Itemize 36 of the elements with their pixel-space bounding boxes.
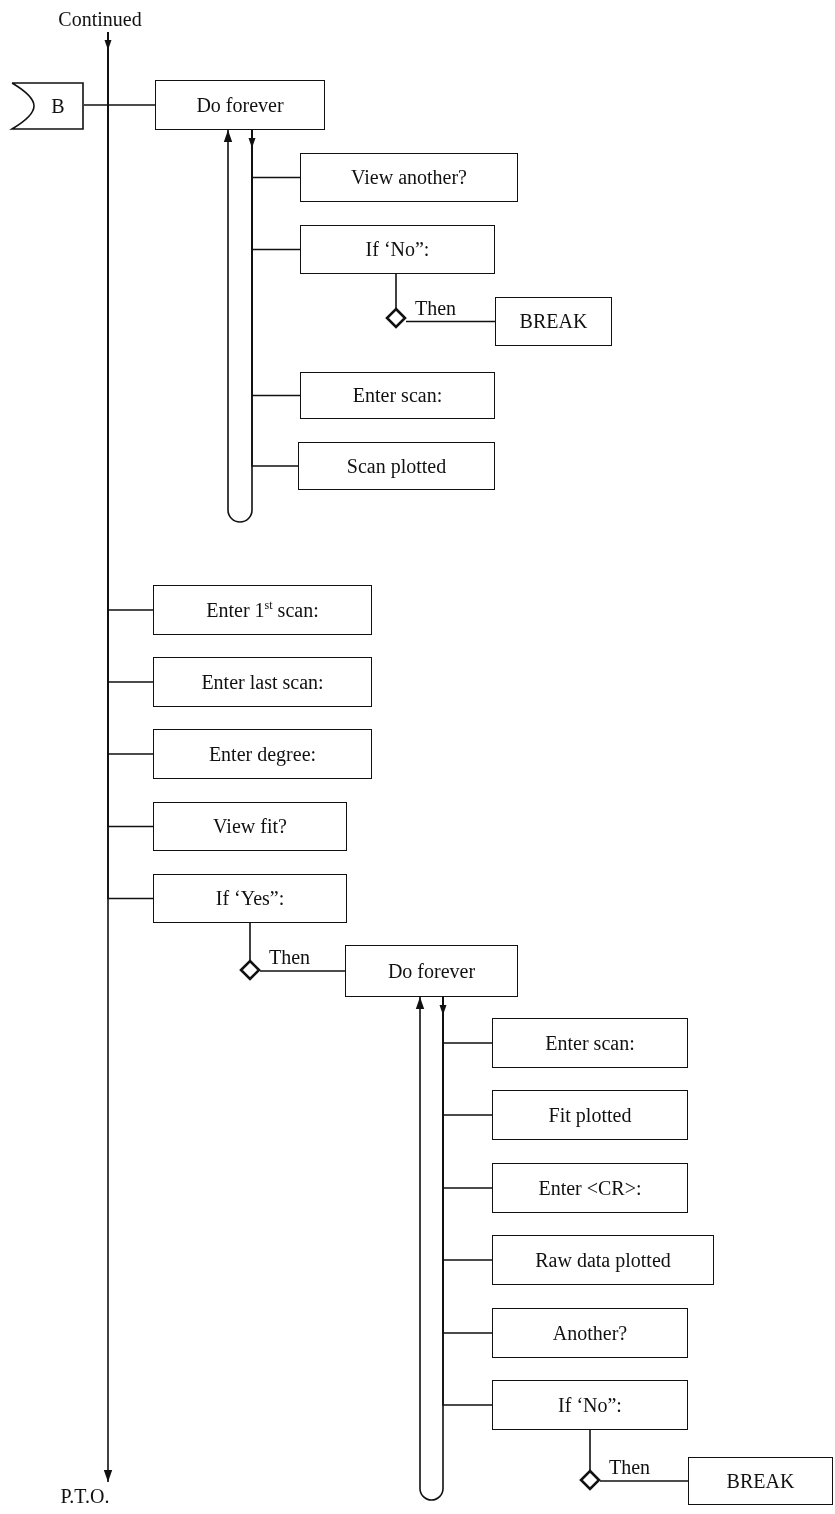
process-box: Enter degree: [153, 729, 372, 779]
process-box: Scan plotted [298, 442, 495, 490]
process-box: Fit plotted [492, 1090, 688, 1140]
connector-line [83, 104, 156, 106]
process-box: Enter scan: [492, 1018, 688, 1068]
process-box: If ‘Yes”: [153, 874, 347, 923]
connector-line [395, 273, 397, 309]
loop-arrow [415, 996, 447, 1501]
process-box: Enter 1$^{st}$ scan: [153, 585, 372, 635]
connector-line [589, 1429, 591, 1471]
process-box: Enter scan: [300, 372, 495, 419]
flow-text: Continued [58, 7, 142, 31]
decision-diamond [240, 960, 260, 980]
process-box: BREAK [688, 1457, 833, 1505]
process-box: Raw data plotted [492, 1235, 714, 1285]
decision-diamond [386, 308, 406, 328]
process-box: Do forever [155, 80, 325, 130]
loop-arrow [223, 129, 256, 523]
connector-line [405, 320, 496, 323]
process-box: Enter <CR>: [492, 1163, 688, 1213]
connector-line [259, 970, 346, 972]
process-box: BREAK [495, 297, 612, 346]
decision-diamond [580, 1470, 600, 1490]
process-box: View another? [300, 153, 518, 202]
process-box: If ‘No”: [492, 1380, 688, 1430]
connector-line [599, 1480, 689, 1482]
edge-label: Then [268, 947, 312, 967]
connector-line [249, 922, 251, 961]
flow-text: P.T.O. [60, 1484, 110, 1508]
process-box: Do forever [345, 945, 518, 997]
edge-label: Then [608, 1457, 652, 1477]
process-box: Enter last scan: [153, 657, 372, 707]
process-box: If ‘No”: [300, 225, 495, 274]
process-box: Another? [492, 1308, 688, 1358]
process-box: View fit? [153, 802, 347, 851]
connector-box: B [12, 82, 84, 130]
